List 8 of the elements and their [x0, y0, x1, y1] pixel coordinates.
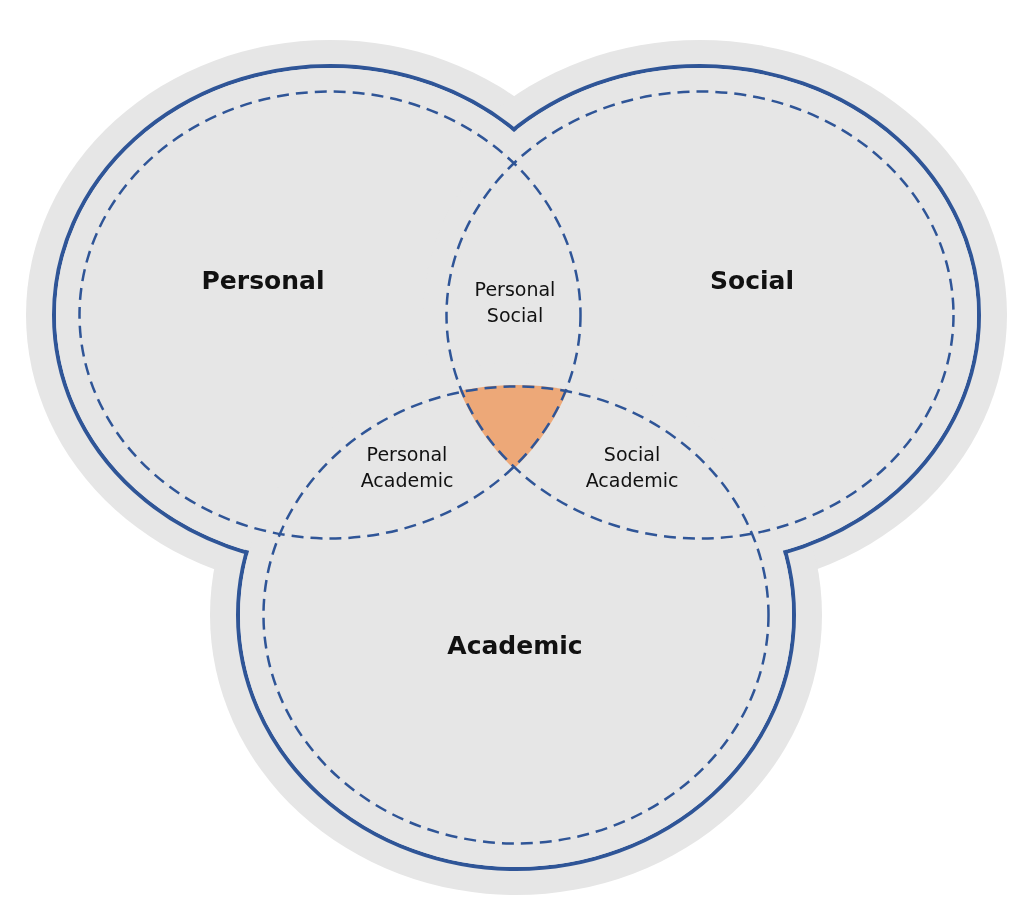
circle-title: Academic [447, 630, 583, 660]
circle-title: Social [710, 265, 794, 295]
circle-title: Personal [201, 265, 325, 295]
overlap-label: Social Academic [584, 442, 680, 493]
dashed-circle [262, 385, 770, 845]
overlap-label: Personal Academic [359, 442, 455, 493]
overlap-label: Personal Social [473, 277, 557, 328]
dashed-circle [78, 90, 582, 540]
